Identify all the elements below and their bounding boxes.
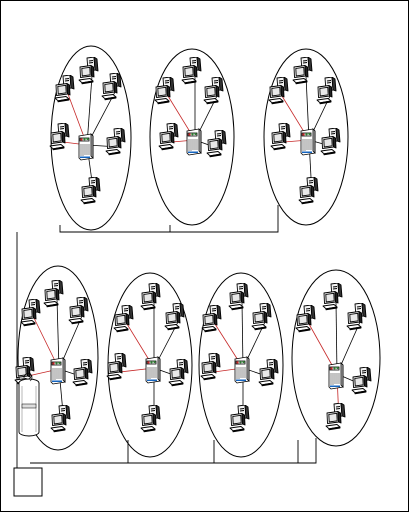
computer-icon <box>80 177 101 205</box>
computer-icon <box>206 130 227 158</box>
computer-icon <box>228 283 249 311</box>
network-cable <box>56 298 60 370</box>
network-hub-icon <box>50 357 66 385</box>
computer-icon <box>154 77 175 105</box>
computer-icon <box>346 303 367 331</box>
computer-icon <box>325 403 346 431</box>
backbone-cables <box>16 205 317 468</box>
computer-icon <box>158 123 179 151</box>
computer-icon <box>292 57 313 85</box>
network-hub-icon <box>145 356 161 384</box>
computer-icon <box>54 75 75 103</box>
network-cable <box>86 75 93 146</box>
network-hub-icon <box>328 362 344 390</box>
computer-icon <box>168 359 189 387</box>
computer-icon <box>181 57 202 85</box>
computer-icon <box>258 359 279 387</box>
network-hub-icon <box>234 356 250 384</box>
cluster-boundary <box>263 48 349 226</box>
computer-icon <box>322 283 343 311</box>
network-hub-icon <box>78 133 94 161</box>
computer-icon <box>105 128 126 156</box>
computer-icon <box>49 123 70 151</box>
computer-icon <box>43 280 64 308</box>
computer-icon <box>50 405 71 433</box>
network-cluster <box>198 272 284 458</box>
computer-icon <box>298 177 319 205</box>
computer-icon <box>68 297 89 325</box>
computer-icon <box>270 123 291 151</box>
network-cable <box>305 75 310 141</box>
computer-icon <box>351 367 372 395</box>
network-hub-icon <box>186 128 202 156</box>
cluster-boundary <box>149 48 235 226</box>
network-cluster <box>149 48 235 226</box>
computer-icon <box>229 405 250 433</box>
computer-icon <box>164 303 185 331</box>
computer-icon <box>106 353 127 381</box>
network-cluster <box>291 269 381 447</box>
computer-icon <box>78 57 99 85</box>
computer-icon <box>101 73 122 101</box>
cluster-boundary <box>291 269 381 447</box>
computer-icon <box>316 77 337 105</box>
network-cluster <box>106 272 193 458</box>
computer-icon <box>201 305 222 333</box>
computer-icon <box>72 359 93 387</box>
computer-icon <box>251 303 272 331</box>
server-cylinder-icon <box>18 371 40 437</box>
computer-icon <box>20 299 41 327</box>
computer-icon <box>200 353 221 381</box>
computer-icon <box>203 77 224 105</box>
computer-icon <box>320 128 341 156</box>
network-cluster <box>263 48 349 226</box>
network-hub-icon <box>300 128 316 156</box>
computer-icon <box>268 77 289 105</box>
computer-icon <box>140 405 161 433</box>
network-cluster <box>14 265 99 451</box>
terminal-box-icon <box>13 467 43 497</box>
network-cluster <box>49 45 132 231</box>
cluster-group <box>14 45 381 458</box>
network-cable <box>335 301 338 375</box>
computer-icon <box>140 283 161 311</box>
cluster-boundary <box>17 265 99 451</box>
network-cable <box>241 301 244 369</box>
cluster-boundary <box>198 272 284 458</box>
